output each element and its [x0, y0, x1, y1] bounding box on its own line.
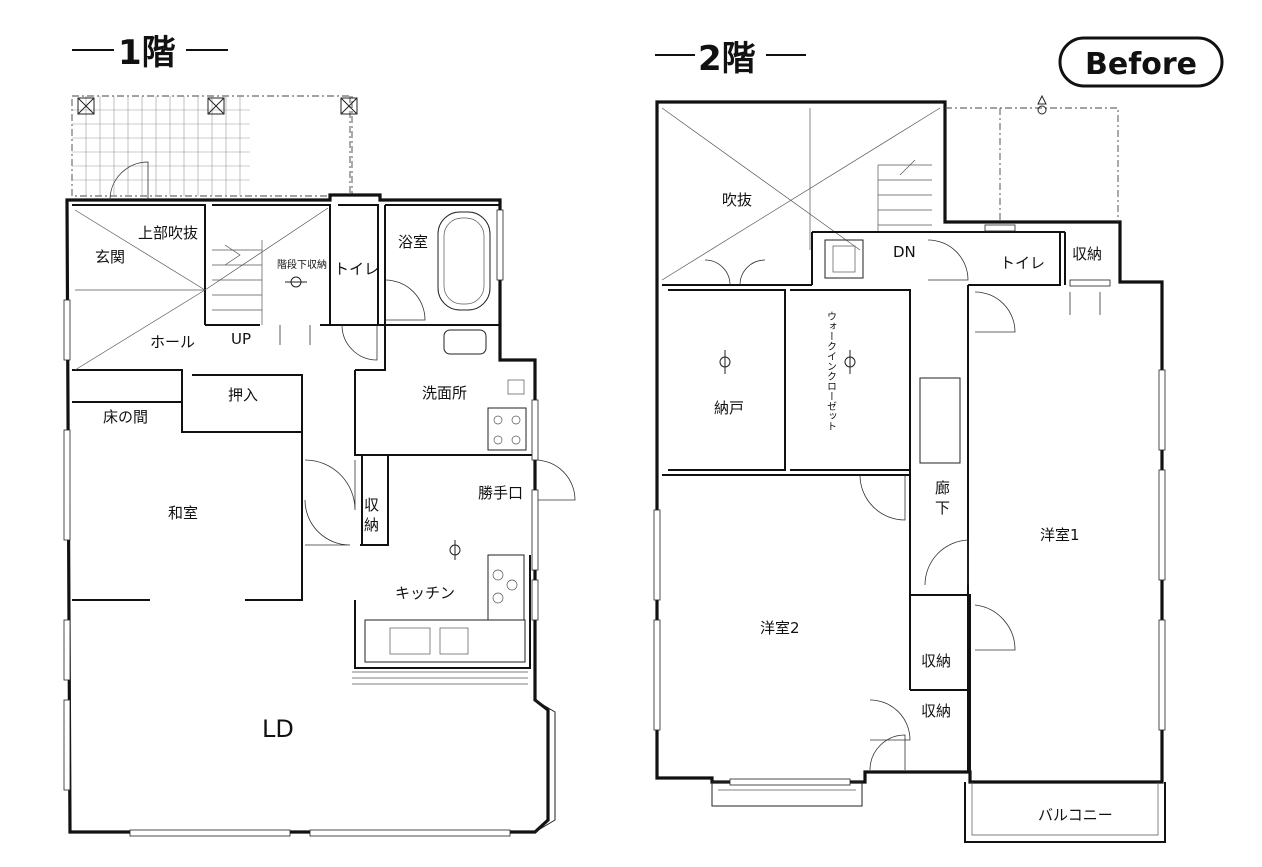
- void-diagonals-2f: [661, 107, 941, 281]
- floor1-stairs: [212, 240, 263, 325]
- label-fukinuke-upper: 上部吹抜: [138, 224, 198, 242]
- pillar-3: [340, 97, 358, 115]
- terrace-grid: [71, 95, 358, 197]
- before-badge: Before: [1058, 36, 1224, 88]
- label-washitsu: 和室: [168, 504, 198, 522]
- label-hall: ホール: [150, 333, 195, 351]
- label-nando: 納戸: [714, 399, 744, 417]
- floor1-windows: [63, 209, 556, 837]
- label-shuno-low: 収納: [921, 702, 951, 720]
- label-genkan: 玄関: [95, 248, 125, 266]
- void-diagonals: [74, 207, 329, 371]
- label-roka-a: 廊: [935, 479, 950, 497]
- hall-panel: [919, 377, 961, 464]
- label-kitchen: キッチン: [395, 584, 455, 602]
- floor1-plan: 玄関 上部吹抜 階段下収納 トイレ 浴室 ホール UP 押入 床の間 洗面所 和…: [63, 95, 576, 837]
- label-toilet-2f: トイレ: [1000, 254, 1045, 272]
- toilet-fixture-2f: [824, 239, 864, 279]
- before-badge-frame: [1058, 36, 1224, 88]
- label-up: UP: [231, 330, 251, 348]
- label-walkin: ウォークインクローゼット: [825, 311, 837, 431]
- pillar-2: [207, 97, 225, 115]
- floor2-windows: [653, 224, 1166, 786]
- label-roka-b: 下: [935, 499, 950, 517]
- floor2-interior-walls: [662, 231, 1066, 772]
- label-yoshitsu2: 洋室2: [760, 619, 800, 637]
- kitchen-counter: [364, 554, 526, 663]
- step-lines: [352, 671, 528, 685]
- floor2-doors: [704, 239, 1101, 771]
- light-fixture-walkin: [844, 350, 856, 374]
- light-fixture-nando: [719, 350, 731, 374]
- floor1-doors: [109, 161, 576, 546]
- floor2-title: 2階: [655, 39, 806, 79]
- label-dn: DN: [893, 243, 916, 261]
- label-oshiire: 押入: [228, 386, 258, 404]
- label-senmenjo: 洗面所: [422, 384, 467, 402]
- floor2-outer-wall: [655, 100, 1164, 784]
- label-yoshitsu1: 洋室1: [1040, 526, 1080, 544]
- floor1-interior-walls: [72, 204, 535, 669]
- pillar-1: [77, 97, 95, 115]
- bathtub: [437, 211, 491, 311]
- label-balcony: バルコニー: [1038, 806, 1113, 824]
- label-ld: LD: [262, 715, 294, 743]
- light-fixture-kitchen: [449, 540, 461, 560]
- roof-outline: [945, 107, 1119, 222]
- washbasin: [443, 329, 527, 451]
- label-yokushitsu: 浴室: [398, 233, 428, 251]
- light-fixture-kaidan: [285, 276, 307, 288]
- floor2-title-text: 2階: [698, 39, 756, 79]
- floor2-plan: 吹抜 DN トイレ 収納 納戸 ウォークインクローゼット 廊 下 洋室1 洋室2…: [653, 94, 1166, 843]
- label-shuno-a: 収: [364, 496, 379, 514]
- before-badge-text: Before: [1085, 47, 1197, 82]
- label-tokonoma: 床の間: [103, 408, 148, 426]
- label-katteguchi: 勝手口: [478, 484, 523, 502]
- label-fukinuke: 吹抜: [722, 191, 752, 209]
- label-shuno-top: 収納: [1072, 245, 1102, 263]
- floor1-outer-wall: [65, 193, 550, 834]
- floor1-title-text: 1階: [118, 33, 176, 73]
- floor2-stairs: [877, 159, 932, 232]
- vent-symbol: [1037, 94, 1047, 115]
- terrace-tiles: [72, 96, 250, 196]
- floor1-title: 1階: [72, 33, 228, 73]
- label-shuno-b: 納: [364, 516, 379, 534]
- label-shuno-mid: 収納: [921, 652, 951, 670]
- label-kaidan-shuno: 階段下収納: [277, 258, 327, 271]
- label-toilet-1f: トイレ: [334, 260, 379, 278]
